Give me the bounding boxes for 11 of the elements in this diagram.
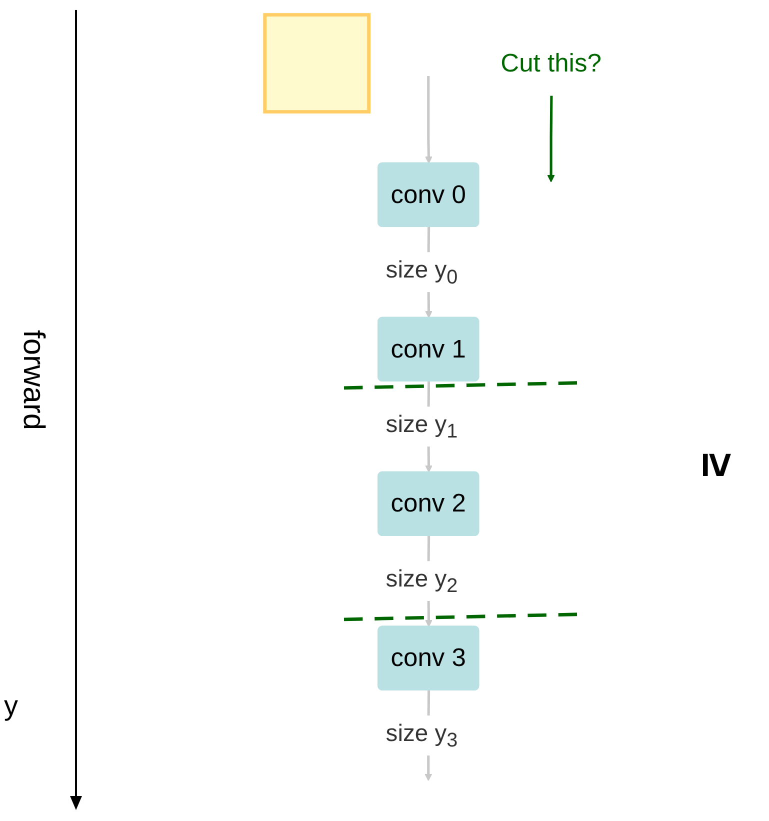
comparison-sign: ≥ bbox=[692, 452, 742, 478]
arrow bbox=[424, 76, 432, 164]
edge-label: size y$_{2}$ bbox=[386, 565, 458, 596]
edge-label: size y$_{3}$ bbox=[386, 720, 458, 751]
text-fragment: y bbox=[4, 690, 18, 722]
edge-label: size y$_{0}$ bbox=[386, 256, 458, 288]
node-text: Cut this? bbox=[500, 49, 602, 78]
arrow bbox=[547, 96, 555, 182]
axis-label: forward bbox=[16, 330, 50, 430]
edge-label: size y$_{1}$ bbox=[386, 410, 458, 442]
node-box bbox=[263, 13, 371, 114]
